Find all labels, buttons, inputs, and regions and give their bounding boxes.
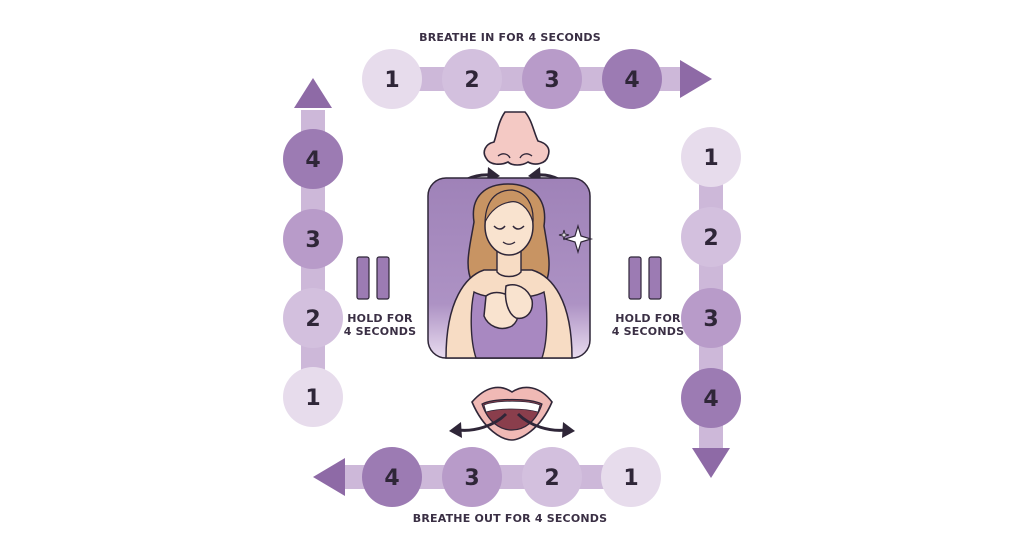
hold-right-label: HOLD FOR 4 SECONDS (608, 312, 688, 338)
hold-left-label-line1: HOLD FOR (347, 312, 413, 325)
pause-icon (356, 256, 390, 300)
step-number: 2 (464, 68, 479, 93)
step-circle (601, 447, 661, 507)
step-number: 4 (305, 148, 320, 173)
breathe-in-sequence: 1 2 3 4 (362, 49, 712, 109)
step-number: 3 (544, 68, 559, 93)
hold-left-label: HOLD FOR 4 SECONDS (340, 312, 420, 338)
step-number: 4 (624, 68, 639, 93)
hold-right-label-line1: HOLD FOR (615, 312, 681, 325)
step-circle (283, 129, 343, 189)
step-number: 1 (623, 466, 638, 491)
step-number: 1 (384, 68, 399, 93)
step-circle (602, 49, 662, 109)
step-number: 4 (703, 387, 718, 412)
step-circle (442, 447, 502, 507)
step-circle (681, 127, 741, 187)
step-number: 4 (384, 466, 399, 491)
step-number: 1 (703, 146, 718, 171)
breathe-out-sequence: 4 3 2 1 (313, 447, 661, 507)
step-circle (362, 447, 422, 507)
step-number: 3 (703, 307, 718, 332)
step-number: 3 (464, 466, 479, 491)
arrow-left-icon (313, 458, 345, 496)
pause-icon (628, 256, 662, 300)
step-circle (283, 288, 343, 348)
step-number: 2 (305, 307, 320, 332)
mouth-icon (471, 386, 553, 441)
arrow-up-icon (294, 78, 332, 108)
breathe-in-label: BREATHE IN FOR 4 SECONDS (419, 31, 601, 44)
arrow-right-icon (680, 60, 712, 98)
breathe-out-label: BREATHE OUT FOR 4 SECONDS (412, 512, 608, 525)
step-circle (283, 209, 343, 269)
step-circle (362, 49, 422, 109)
nose-icon (483, 111, 550, 166)
hold-left-label-line2: 4 SECONDS (343, 325, 417, 338)
step-circle (283, 367, 343, 427)
step-circle (442, 49, 502, 109)
step-circle (681, 207, 741, 267)
step-number: 1 (305, 386, 320, 411)
meditating-woman-illustration (427, 177, 591, 359)
step-number: 2 (544, 466, 559, 491)
step-circle (681, 368, 741, 428)
sparkle-icon (558, 223, 594, 255)
exhale-arrow-icon (516, 412, 575, 438)
step-circle (522, 49, 582, 109)
step-circle (522, 447, 582, 507)
arrow-down-icon (692, 448, 730, 478)
exhale-arrow-icon (449, 412, 508, 438)
step-number: 2 (703, 226, 718, 251)
hold-left-sequence: 4 3 2 1 (283, 78, 343, 427)
step-number: 3 (305, 228, 320, 253)
hold-right-label-line2: 4 SECONDS (611, 325, 685, 338)
hold-right-sequence: 1 2 3 4 (681, 127, 741, 478)
step-circle (681, 288, 741, 348)
